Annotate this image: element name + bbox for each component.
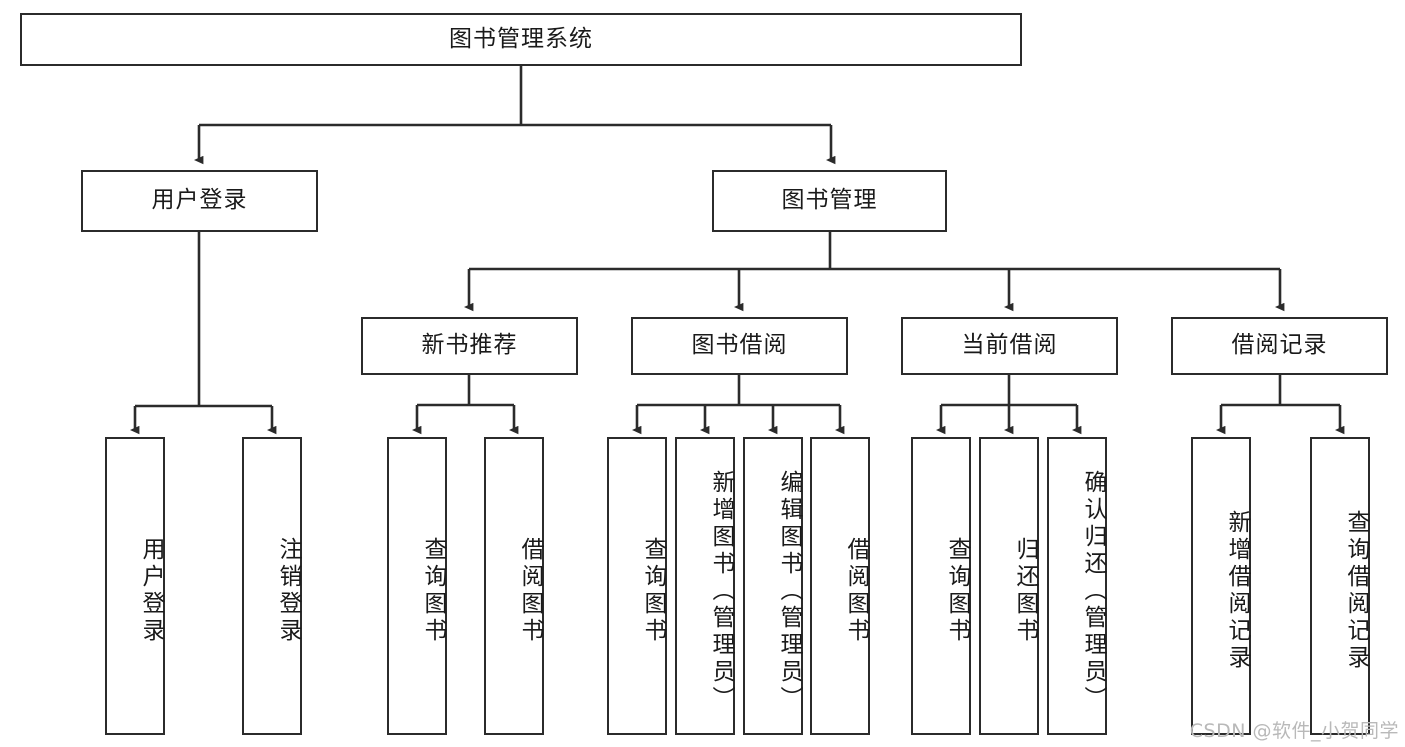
node-root-book-management-system[interactable]: 图书管理系统	[20, 13, 1022, 66]
node-book-borrow[interactable]: 图书借阅	[631, 317, 848, 375]
node-label: 借阅图书	[517, 537, 543, 645]
node-label: 查询借阅记录	[1343, 510, 1369, 672]
node-label: 归还图书	[1012, 537, 1038, 645]
leaf-recommend-borrow-book[interactable]: 借阅图书	[484, 437, 544, 735]
node-label: 编辑图书（管理员）	[776, 469, 802, 713]
node-new-book-recommend[interactable]: 新书推荐	[361, 317, 578, 375]
node-label: 查询图书	[640, 537, 666, 645]
node-borrow-record[interactable]: 借阅记录	[1171, 317, 1388, 375]
leaf-current-return-book[interactable]: 归还图书	[979, 437, 1039, 735]
leaf-recommend-query-book[interactable]: 查询图书	[387, 437, 447, 735]
node-current-borrow[interactable]: 当前借阅	[901, 317, 1118, 375]
leaf-record-add-borrow-record[interactable]: 新增借阅记录	[1191, 437, 1251, 735]
node-label: 新书推荐	[421, 332, 518, 359]
node-label: 查询图书	[420, 537, 446, 645]
node-label: 用户登录	[138, 537, 164, 645]
node-label: 当前借阅	[961, 332, 1058, 359]
node-label: 图书管理	[781, 187, 878, 214]
node-label: 借阅记录	[1231, 332, 1328, 359]
leaf-user-login-logout[interactable]: 注销登录	[242, 437, 302, 735]
node-label: 确认归还（管理员）	[1080, 469, 1106, 713]
node-label: 图书管理系统	[449, 25, 593, 52]
node-user-login[interactable]: 用户登录	[81, 170, 318, 232]
node-label: 用户登录	[151, 187, 248, 214]
node-label: 借阅图书	[843, 537, 869, 645]
node-label: 查询图书	[944, 537, 970, 645]
node-label: 新增借阅记录	[1224, 510, 1250, 672]
watermark: CSDN @软件_小贺同学	[1189, 720, 1399, 742]
leaf-record-query-borrow-record[interactable]: 查询借阅记录	[1310, 437, 1370, 735]
leaf-borrow-edit-book-admin[interactable]: 编辑图书（管理员）	[743, 437, 803, 735]
leaf-current-query-book[interactable]: 查询图书	[911, 437, 971, 735]
node-label: 新增图书（管理员）	[708, 469, 734, 713]
leaf-current-confirm-return-admin[interactable]: 确认归还（管理员）	[1047, 437, 1107, 735]
leaf-user-login-login[interactable]: 用户登录	[105, 437, 165, 735]
node-label: 图书借阅	[691, 332, 788, 359]
leaf-borrow-query-book[interactable]: 查询图书	[607, 437, 667, 735]
node-label: 注销登录	[275, 537, 301, 645]
leaf-borrow-borrow-book[interactable]: 借阅图书	[810, 437, 870, 735]
node-book-management[interactable]: 图书管理	[712, 170, 947, 232]
leaf-borrow-add-book-admin[interactable]: 新增图书（管理员）	[675, 437, 735, 735]
